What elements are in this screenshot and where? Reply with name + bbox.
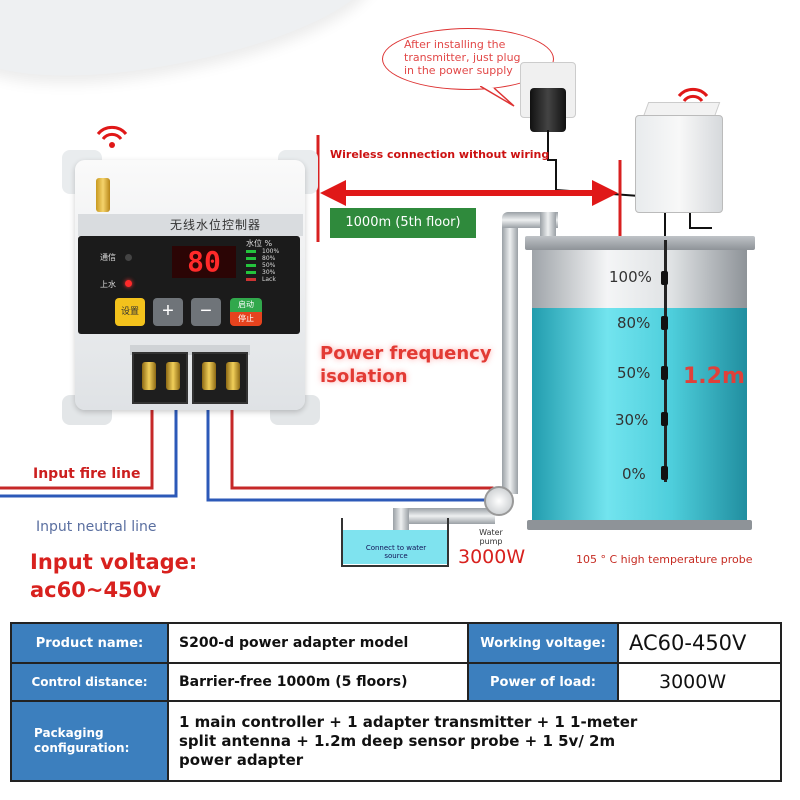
- working-voltage-header: Working voltage:: [468, 623, 618, 663]
- pump-power: 3000W: [458, 546, 526, 568]
- antenna-connector: [96, 178, 110, 212]
- tank-level-0: 0%: [622, 465, 646, 483]
- callout-text: After installing the transmitter, just p…: [404, 38, 521, 77]
- level-display: 80: [172, 246, 236, 278]
- controller-title: 无线水位控制器: [170, 218, 262, 232]
- water-pipe-vertical: [502, 222, 518, 494]
- control-distance-header: Control distance:: [11, 663, 168, 701]
- controller-label-strip: [78, 214, 303, 236]
- product-name-header: Product name:: [11, 623, 168, 663]
- distance-badge: 1000m (5th floor): [330, 208, 476, 238]
- probe-cable: [689, 210, 712, 229]
- start-label: 启动: [230, 298, 262, 312]
- sensor-node: [661, 412, 668, 426]
- wireless-label: Wireless connection without wiring: [330, 148, 550, 161]
- level-title: 水位 %: [246, 239, 273, 248]
- comm-label: 通信: [100, 253, 116, 262]
- water-source-basin: [341, 518, 449, 567]
- tank-base: [527, 520, 752, 530]
- minus-button[interactable]: −: [191, 298, 221, 326]
- water-label: 上水: [100, 280, 116, 289]
- callout-tail: [480, 86, 515, 107]
- water-pipe-bottom: [395, 508, 495, 524]
- sensor-node: [661, 366, 668, 380]
- level-led: [246, 250, 256, 253]
- probe-depth-label: 1.2m: [683, 364, 745, 389]
- tank-water: [532, 308, 747, 528]
- wifi-icon: [96, 125, 128, 148]
- packaging-value: 1 main controller + 1 adapter transmitte…: [168, 701, 781, 781]
- water-pump: [484, 486, 514, 516]
- water-pipe-source: [393, 508, 409, 534]
- pump-neutral-wire: [206, 400, 486, 502]
- terminal-block-right: [192, 352, 248, 404]
- comm-led: [125, 254, 132, 261]
- power-adapter: [530, 88, 566, 132]
- sensor-probe: [664, 240, 667, 482]
- sensor-node: [661, 316, 668, 330]
- tank-level-80: 80%: [617, 314, 651, 332]
- plus-button[interactable]: +: [153, 298, 183, 326]
- start-stop-button[interactable]: 启动 停止: [230, 298, 262, 326]
- isolation-label: Power frequency isolation: [320, 342, 492, 388]
- isolation-line-1: Power frequency: [320, 343, 492, 364]
- control-distance-value: Barrier-free 1000m (5 floors): [168, 663, 468, 701]
- neutral-line-label: Input neutral line: [36, 519, 157, 535]
- tank-level-100: 100%: [609, 268, 652, 286]
- tank-lid: [525, 236, 755, 250]
- stop-label: 停止: [230, 312, 262, 326]
- packaging-header: Packaging configuration:: [11, 701, 168, 781]
- terminal-cover: [130, 345, 250, 355]
- set-button[interactable]: 设置: [115, 298, 145, 326]
- level-led: [246, 271, 256, 274]
- water-source-label: Connect to water source: [365, 544, 427, 560]
- fire-line-label: Input fire line: [33, 466, 141, 482]
- sensor-node: [661, 466, 668, 480]
- power-of-load-value: 3000W: [618, 663, 781, 701]
- isolation-line-2: isolation: [320, 366, 408, 387]
- power-of-load-header: Power of load:: [468, 663, 618, 701]
- input-voltage-label: Input voltage:: [30, 550, 198, 574]
- level-scale-lack: Lack: [262, 276, 276, 283]
- pump-label: Water pump: [479, 528, 503, 546]
- level-scale-80: 80%: [262, 255, 276, 262]
- probe-description: 105 ° C high temperature probe: [576, 553, 753, 566]
- input-voltage-value: ac60~450v: [30, 578, 161, 602]
- sensor-node: [661, 271, 668, 285]
- terminal-block-left: [132, 352, 188, 404]
- tank-level-30: 30%: [615, 411, 649, 429]
- wiring-diagram: [0, 130, 712, 502]
- fire-line-wire: [0, 400, 154, 490]
- level-led: [246, 257, 256, 260]
- level-scale-30: 30%: [262, 269, 276, 276]
- adapter-transmitter: [635, 115, 723, 213]
- tank-level-50: 50%: [617, 364, 651, 382]
- callout-bubble: [382, 28, 554, 90]
- level-scale-50: 50%: [262, 262, 276, 269]
- working-voltage-value: AC60-450V: [618, 623, 781, 663]
- product-name-value: S200-d power adapter model: [168, 623, 468, 663]
- neutral-line-wire: [0, 400, 178, 498]
- water-led: [125, 280, 132, 287]
- level-scale-100: 100%: [262, 248, 280, 255]
- level-led: [246, 264, 256, 267]
- spec-table: Product name: S200-d power adapter model…: [10, 622, 782, 782]
- level-led: [246, 278, 256, 281]
